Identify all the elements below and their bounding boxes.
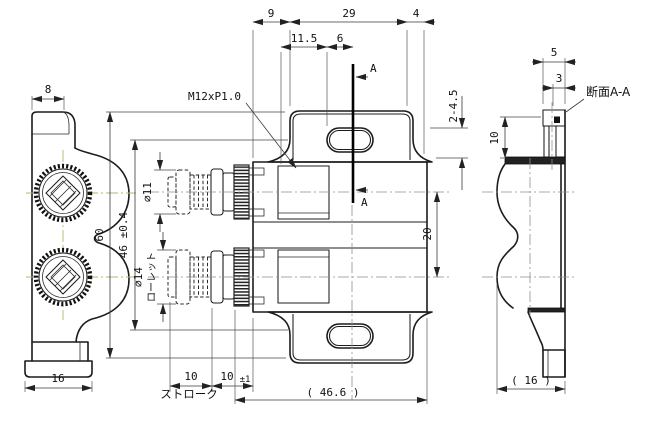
dim-offset-right: 4 xyxy=(413,7,420,20)
dim-height: 60 xyxy=(93,228,106,241)
dim-flange-width: 5 xyxy=(551,46,558,59)
dim-flange-height: 10 xyxy=(488,131,501,144)
dim-plate-thickness: 3 xyxy=(556,72,563,85)
ext-lines xyxy=(280,52,328,164)
dim-slot-offset: 11.5 xyxy=(291,32,318,45)
ext-lines xyxy=(31,96,65,110)
knob-hatch xyxy=(49,179,77,208)
section-marker-square xyxy=(554,116,560,123)
side-view: 8 16 xyxy=(24,83,136,392)
side-top-flange xyxy=(31,111,76,149)
knob-rim-inner xyxy=(42,256,84,298)
top-tab-inner xyxy=(292,113,411,160)
plunger-pin xyxy=(248,296,265,305)
knurled-knob-bottom xyxy=(33,247,93,307)
knob-rim xyxy=(38,168,88,218)
top-slot xyxy=(326,127,374,153)
plunger-pin xyxy=(248,249,265,258)
dim-overall-depth: ( 46.6 ) xyxy=(307,386,360,399)
side-top-flange-bend xyxy=(32,111,70,135)
knob-square xyxy=(45,175,81,211)
front-centerlines xyxy=(148,191,452,400)
section-view: 5 3 10 断面A-A ( 16 ) xyxy=(482,46,631,394)
dim-axis-pitch: 20 xyxy=(421,227,434,240)
body-lines xyxy=(253,221,427,249)
dim-offset-left: 9 xyxy=(268,7,275,20)
front-view: A A M12xP1.0 9 29 4 11.5 6 2-4.5 20 60 xyxy=(93,7,468,404)
knob-square-inner xyxy=(50,264,76,290)
side-scalloped-profile xyxy=(74,147,130,343)
plunger-pin xyxy=(248,167,265,176)
thread-leader xyxy=(245,102,297,169)
bottom-tab-inner xyxy=(292,314,411,361)
bottom-slot xyxy=(326,323,374,349)
section-shelf-top xyxy=(504,156,566,165)
ext-lines xyxy=(106,111,286,359)
thread-label: M12xP1.0 xyxy=(188,90,241,103)
section-flange-block xyxy=(542,109,566,127)
bottom-slot-inner xyxy=(328,325,372,347)
section-mark-mid: A xyxy=(361,196,368,209)
dim-travel: 10 xyxy=(220,370,233,383)
section-foot-curve xyxy=(527,311,544,351)
thread-boss-bottom xyxy=(277,249,330,304)
dim-section-offset: 6 xyxy=(337,32,344,45)
bottom-tab xyxy=(267,311,433,364)
section-foot xyxy=(542,349,566,378)
section-shelf-bottom xyxy=(527,307,566,313)
section-title-leader xyxy=(565,98,585,113)
section-plate-edge xyxy=(560,109,566,378)
dim-slot-pitch: 46 ±0.4 xyxy=(117,211,130,258)
section-title: 断面A-A xyxy=(586,84,631,99)
section-rail-left xyxy=(543,125,550,158)
knob-rim xyxy=(38,252,88,302)
dim-plunger-bottom-dia: ∅14 xyxy=(132,267,145,287)
plunger-pin xyxy=(248,208,265,217)
knob-rim-inner xyxy=(42,172,84,214)
top-slot-inner xyxy=(328,129,372,151)
section-scalloped-profile xyxy=(496,163,519,309)
stroke-label: ストローク xyxy=(160,387,218,401)
dim-stroke: 10 xyxy=(184,370,197,383)
section-mark-top: A xyxy=(370,62,377,75)
dim-mount-range: 2-4.5 xyxy=(447,89,460,122)
ext-lines xyxy=(169,302,254,392)
body xyxy=(252,161,428,313)
ext-lines xyxy=(500,116,541,159)
knob-teeth xyxy=(33,163,93,223)
knob-square xyxy=(45,259,81,295)
side-foot xyxy=(24,360,93,378)
knob-hatch xyxy=(49,263,77,292)
dim-side-foot-width: 16 xyxy=(51,372,64,385)
side-bottom-flange xyxy=(31,341,89,362)
ext-lines xyxy=(252,30,425,158)
section-centerlines xyxy=(482,102,576,316)
ext-lines xyxy=(430,127,468,159)
top-tab xyxy=(267,110,433,163)
dim-side-top-width: 8 xyxy=(45,83,52,96)
knurl-label: ローレット xyxy=(147,252,158,302)
dim-tab-width: 29 xyxy=(342,7,355,20)
dim-section-depth: ( 16 ) xyxy=(511,374,551,387)
section-rail-right xyxy=(555,125,566,158)
knurled-knob-top xyxy=(33,163,93,223)
thread-boss-top xyxy=(277,165,330,220)
knob-teeth xyxy=(33,247,93,307)
ext-lines xyxy=(234,310,428,404)
ext-lines xyxy=(130,139,288,331)
dim-travel-tol: ±1 xyxy=(240,375,251,385)
dim-plunger-top-dia: ∅11 xyxy=(141,182,154,202)
knob-square-inner xyxy=(50,180,76,206)
